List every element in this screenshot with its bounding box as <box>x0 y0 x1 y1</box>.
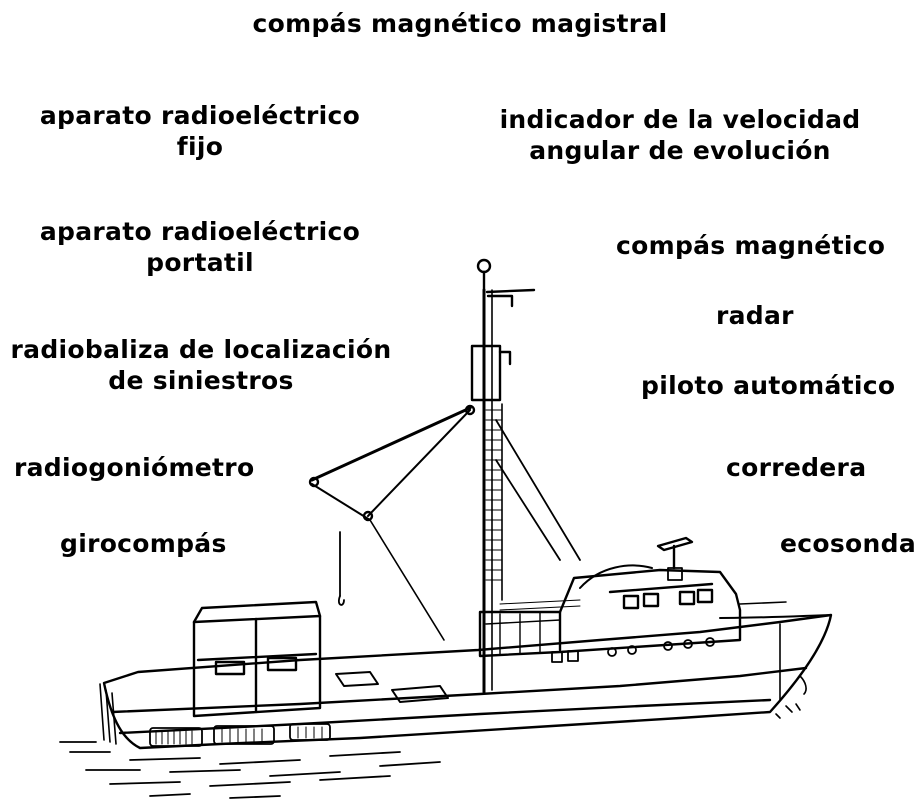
label-compas-magnetico: compás magnético <box>616 231 886 260</box>
aft-shelter <box>192 600 322 718</box>
label-indicador-velocidad: indicador de la velocidad angular de evo… <box>470 104 890 166</box>
label-radiobaliza: radiobaliza de localización de siniestro… <box>4 334 398 396</box>
label-radar: radar <box>716 301 794 330</box>
label-radiobaliza-line1: radiobaliza de localización <box>10 335 392 364</box>
label-ecosonda: ecosonda <box>780 529 916 558</box>
label-piloto-automatico: piloto automático <box>641 371 896 400</box>
label-radio-fijo-line2: fijo <box>176 132 224 161</box>
label-radiobaliza-line2: de siniestros <box>108 366 294 395</box>
bow-spray <box>775 703 801 719</box>
label-compas-magistral: compás magnético magistral <box>252 9 668 38</box>
stay-lines <box>495 419 581 561</box>
label-radiogoniometro: radiogoniómetro <box>14 453 255 482</box>
label-radio-portatil: aparato radioeléctrico portatil <box>15 216 385 278</box>
hull <box>99 613 833 750</box>
forecastle <box>719 601 832 695</box>
label-indicador-line1: indicador de la velocidad <box>499 105 861 134</box>
label-radio-fijo: aparato radioeléctrico fijo <box>15 100 385 162</box>
radar-antenna <box>656 536 694 581</box>
side-fenders <box>149 723 331 747</box>
wheelhouse <box>478 564 742 658</box>
main-mast <box>470 258 536 694</box>
deck-hatches <box>335 671 449 703</box>
label-indicador-line2: angular de evolución <box>529 136 831 165</box>
water-lines <box>59 741 441 799</box>
label-radio-portatil-line1: aparato radioeléctrico <box>39 217 361 246</box>
portholes <box>551 637 715 663</box>
label-girocompas: girocompás <box>60 529 227 558</box>
label-corredera: corredera <box>726 453 867 482</box>
label-radio-portatil-line2: portatil <box>146 248 254 277</box>
label-radio-fijo-line1: aparato radioeléctrico <box>39 101 361 130</box>
derrick-boom <box>308 404 476 641</box>
